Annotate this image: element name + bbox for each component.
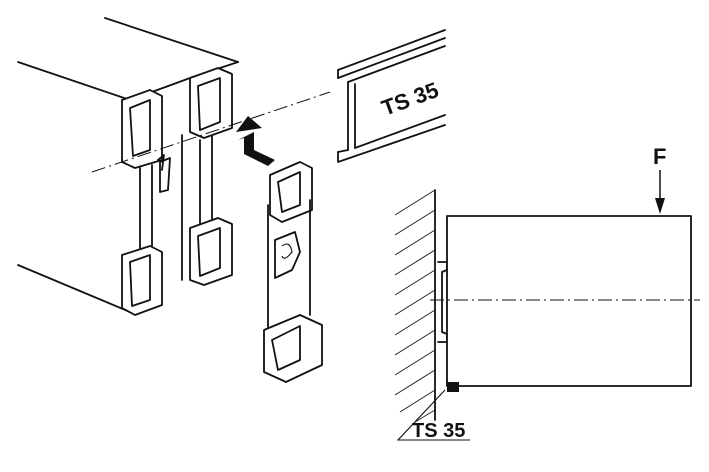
device-housing — [17, 17, 239, 316]
axis-line — [91, 91, 331, 173]
din-rail: TS 35 — [337, 29, 446, 163]
mounting-clip — [263, 161, 323, 383]
wall-hatching — [394, 189, 436, 423]
mount-arrow-icon — [236, 116, 275, 166]
section-label: TS 35 — [412, 420, 465, 442]
rail-label: TS 35 — [378, 77, 442, 121]
force-label: F — [653, 144, 666, 169]
section-view: F TS 35 — [394, 144, 700, 442]
